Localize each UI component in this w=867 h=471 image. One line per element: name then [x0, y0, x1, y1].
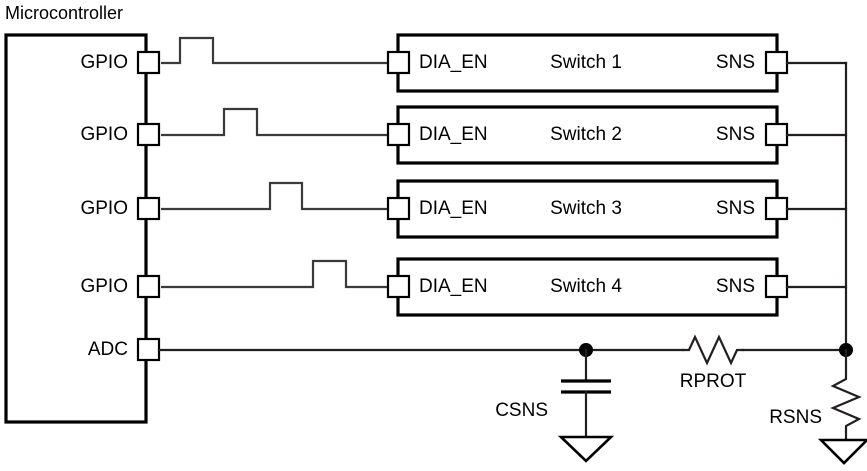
- mcu-pin-gpio-4: [136, 274, 161, 299]
- rprot-label: RPROT: [680, 371, 747, 392]
- mcu-pin-label-gpio-2: GPIO: [80, 124, 128, 145]
- switch-1-name: Switch 1: [550, 52, 622, 73]
- switch-block-2: [396, 105, 779, 165]
- switch-1-pin-dia-en: [386, 50, 411, 75]
- switch-4-pin-sns: [764, 274, 789, 299]
- switch-block-3: [396, 179, 779, 239]
- mcu-pin-adc: [136, 337, 161, 362]
- csns-label: CSNS: [495, 400, 548, 421]
- switch-4-name: Switch 4: [550, 276, 622, 297]
- mcu-block: [4, 33, 148, 424]
- switch-3-output-label: SNS: [716, 198, 755, 219]
- mcu-title: Microcontroller: [5, 3, 123, 23]
- switch-4-output-label: SNS: [716, 276, 755, 297]
- switch-3-pin-dia-en: [386, 196, 411, 221]
- pulse-gpio-3: [161, 181, 388, 211]
- switch-2-input-label: DIA_EN: [419, 124, 488, 145]
- rsns-label: RSNS: [769, 407, 822, 428]
- pulse-gpio-1: [161, 36, 388, 65]
- switch-3-name: Switch 3: [550, 198, 622, 219]
- switch-3-pin-sns: [764, 196, 789, 221]
- switch-3-input-label: DIA_EN: [419, 198, 488, 219]
- switch-1-output-label: SNS: [716, 52, 755, 73]
- switch-1-pin-sns: [764, 50, 789, 75]
- mcu-pin-gpio-2: [136, 122, 161, 147]
- switch-2-name: Switch 2: [550, 124, 622, 145]
- ground-rsns-icon: [817, 438, 867, 465]
- switch-1-input-label: DIA_EN: [419, 52, 488, 73]
- ground-csns-icon: [557, 435, 615, 463]
- mcu-pin-gpio-1: [136, 50, 161, 75]
- rsns-resistor-symbol: [830, 348, 862, 442]
- switch-4-pin-dia-en: [386, 274, 411, 299]
- switch-2-pin-sns: [764, 122, 789, 147]
- mcu-pin-gpio-3: [136, 196, 161, 221]
- pulse-gpio-2: [161, 107, 388, 137]
- switch-2-output-label: SNS: [716, 124, 755, 145]
- mcu-pin-label-gpio-3: GPIO: [80, 198, 128, 219]
- pulse-gpio-4: [161, 259, 388, 289]
- switch-2-pin-dia-en: [386, 122, 411, 147]
- switch-4-input-label: DIA_EN: [419, 276, 488, 297]
- mcu-pin-label-gpio-4: GPIO: [80, 276, 128, 297]
- mcu-pin-label-gpio-1: GPIO: [80, 52, 128, 73]
- mcu-pin-label-adc: ADC: [88, 339, 128, 360]
- rprot-resistor-symbol: [681, 334, 745, 366]
